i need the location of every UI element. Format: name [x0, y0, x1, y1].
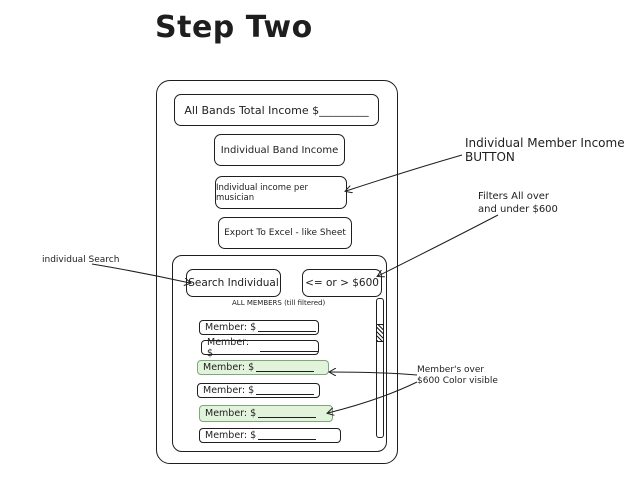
page-title: Step Two — [155, 10, 313, 45]
member-amount-blank — [260, 343, 318, 352]
member-label: Member: $ — [203, 385, 255, 396]
member-amount-blank — [258, 431, 317, 440]
member-row[interactable]: Member: $ — [197, 360, 329, 375]
scrollbar-thumb[interactable] — [376, 324, 384, 342]
member-label: Member: $ — [205, 322, 257, 333]
member-label: Member: $ — [207, 336, 250, 359]
arrow-to-member-5 — [328, 381, 418, 413]
total-income-display: All Bands Total Income $_________ — [174, 94, 379, 126]
note-member-income-line1: Individual Member Income — [465, 136, 625, 150]
filter-600-button[interactable]: <= or > $600 — [302, 269, 382, 297]
member-label: Member: $ — [205, 408, 257, 419]
member-row[interactable]: Member: $ — [199, 428, 341, 443]
member-amount-blank — [256, 386, 315, 395]
band-income-button[interactable]: Individual Band Income — [214, 134, 345, 166]
member-row[interactable]: Member: $ — [201, 337, 319, 359]
arrow-to-search-button — [91, 263, 190, 283]
member-row[interactable]: Member: $ — [197, 383, 320, 398]
note-color: Member's over $600 Color visible — [417, 365, 498, 387]
member-row[interactable]: Member: $ — [199, 405, 333, 422]
member-row[interactable]: Member: $ — [199, 320, 319, 335]
arrow-to-musician-button — [346, 154, 463, 191]
note-color-line1: Member's over — [417, 365, 485, 375]
member-label: Member: $ — [203, 362, 255, 373]
member-amount-blank — [258, 323, 317, 332]
arrow-to-member-3 — [330, 372, 418, 375]
note-member-income-line2: BUTTON — [465, 150, 515, 164]
phone-frame — [156, 80, 398, 464]
members-scrollbar[interactable] — [376, 298, 384, 438]
member-label: Member: $ — [205, 430, 257, 441]
note-filters-line1: Filters All over — [478, 191, 550, 202]
member-amount-blank — [258, 409, 317, 418]
members-heading: ALL MEMBERS (till filtered) — [232, 299, 326, 307]
note-search: individual Search — [42, 255, 120, 265]
note-filters-line2: and under $600 — [478, 204, 558, 215]
note-filters: Filters All over and under $600 — [478, 190, 558, 216]
members-panel — [172, 255, 387, 452]
arrow-to-filter-button — [378, 214, 499, 276]
export-excel-button[interactable]: Export To Excel - like Sheet — [218, 217, 352, 249]
note-color-line2: $600 Color visible — [417, 376, 498, 386]
musician-income-button[interactable]: Individual income per musician — [215, 176, 347, 209]
search-individual-button[interactable]: Search Individual — [186, 269, 281, 297]
note-member-income: Individual Member Income BUTTON — [465, 136, 625, 164]
member-amount-blank — [256, 363, 315, 372]
